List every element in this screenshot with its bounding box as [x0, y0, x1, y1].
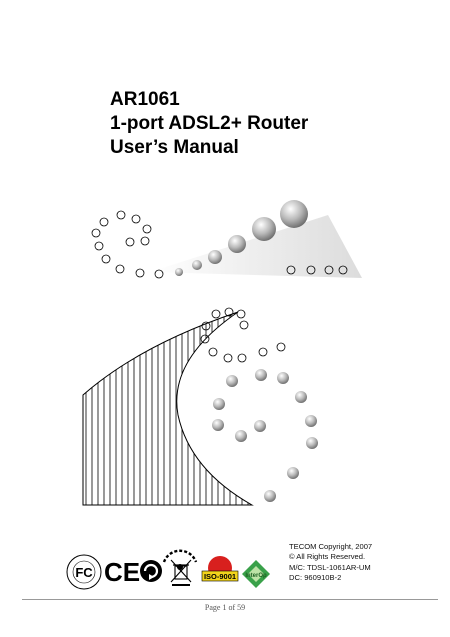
mc-code-line: M/C: TDSL-1061AR-UM [289, 562, 371, 572]
certification-logos: FC CE ISO-9001 InterOp [66, 549, 270, 590]
interop-logo: InterOp [242, 560, 270, 588]
rights-line: © All Rights Reserved. [289, 552, 366, 562]
iso-logo-text: ISO-9001 [204, 572, 236, 581]
fc-logo-text: FC [75, 565, 93, 580]
ce-logo-text: CE [104, 557, 140, 587]
title-block: AR1061 1-port ADSL2+ Router User’s Manua… [110, 88, 308, 160]
page-number: Page 1 of 59 [204, 603, 246, 612]
interop-logo-text: InterOp [245, 573, 267, 579]
weee-bin-icon [170, 559, 192, 586]
footer-divider [22, 599, 438, 600]
dc-code-line: DC: 960910B-2 [289, 573, 342, 583]
iso-9001-logo: ISO-9001 [201, 556, 239, 582]
model-title: AR1061 [110, 89, 180, 110]
gray-wedge-shape [150, 215, 362, 278]
fc-logo: FC [66, 554, 102, 590]
ce-logo: CE [104, 557, 140, 587]
product-title: 1-port ADSL2+ Router [110, 113, 309, 134]
copyright-line: TECOM Copyright, 2007 [289, 542, 373, 551]
document-type-title: User’s Manual [110, 137, 239, 158]
recycle-logo [140, 560, 162, 582]
copyright-block: TECOM Copyright, 2007 © All Rights Reser… [289, 542, 372, 584]
hatched-curve-decoration [82, 307, 318, 506]
spiral-top-decoration [91, 200, 362, 279]
